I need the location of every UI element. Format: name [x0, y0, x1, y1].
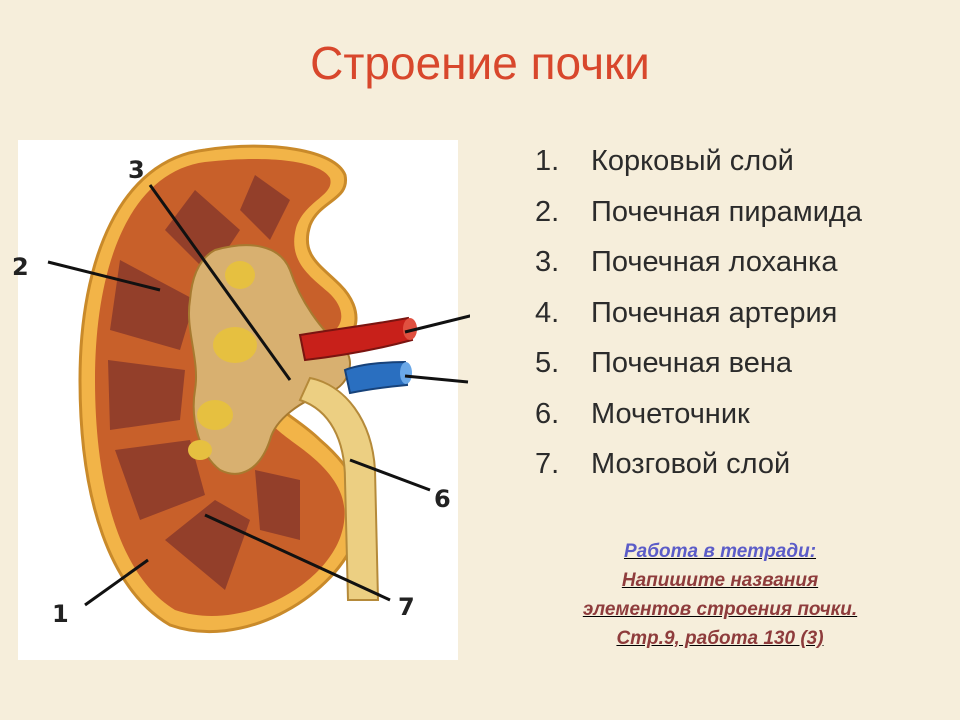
legend-item: 7.Мозговой слой [535, 448, 791, 480]
task-heading: Работа в тетради: [623, 541, 817, 562]
vein-opening [400, 362, 412, 384]
renal-vein [343, 360, 409, 395]
artery-opening [403, 318, 417, 340]
legend-list: 1.Корковый слой 2.Почечная пирамида 3.По… [535, 142, 862, 496]
leader-lines [47, 184, 470, 607]
renal-artery [298, 316, 414, 362]
task-page-ref: Стр.9, работа 130 (3) [616, 628, 824, 649]
task-line: элементов строения почки. [582, 599, 858, 620]
ureter [298, 376, 380, 601]
legend-item: 5.Почечная вена [535, 347, 792, 379]
legend-item: 2.Почечная пирамида [535, 195, 862, 228]
legend-item: 4.Почечная артерия [535, 296, 838, 329]
callout-3: 3 [128, 156, 145, 184]
legend-item: 1.Корковый слой [535, 145, 794, 177]
page-title: Строение почки [310, 37, 650, 89]
callout-2: 2 [12, 253, 29, 281]
kidney-diagram: 1 2 3 4 5 6 7 [12, 140, 470, 660]
task-line: Напишите названия [621, 570, 819, 591]
callout-6: 6 [434, 485, 451, 513]
callout-7: 7 [398, 593, 415, 621]
calyces [188, 261, 257, 460]
legend-item: 3.Почечная лоханка [535, 246, 838, 278]
callout-1: 1 [52, 600, 69, 628]
homework-task: Работа в тетради: Напишите названия элем… [530, 537, 910, 653]
legend-item: 6.Мочеточник [535, 397, 750, 430]
